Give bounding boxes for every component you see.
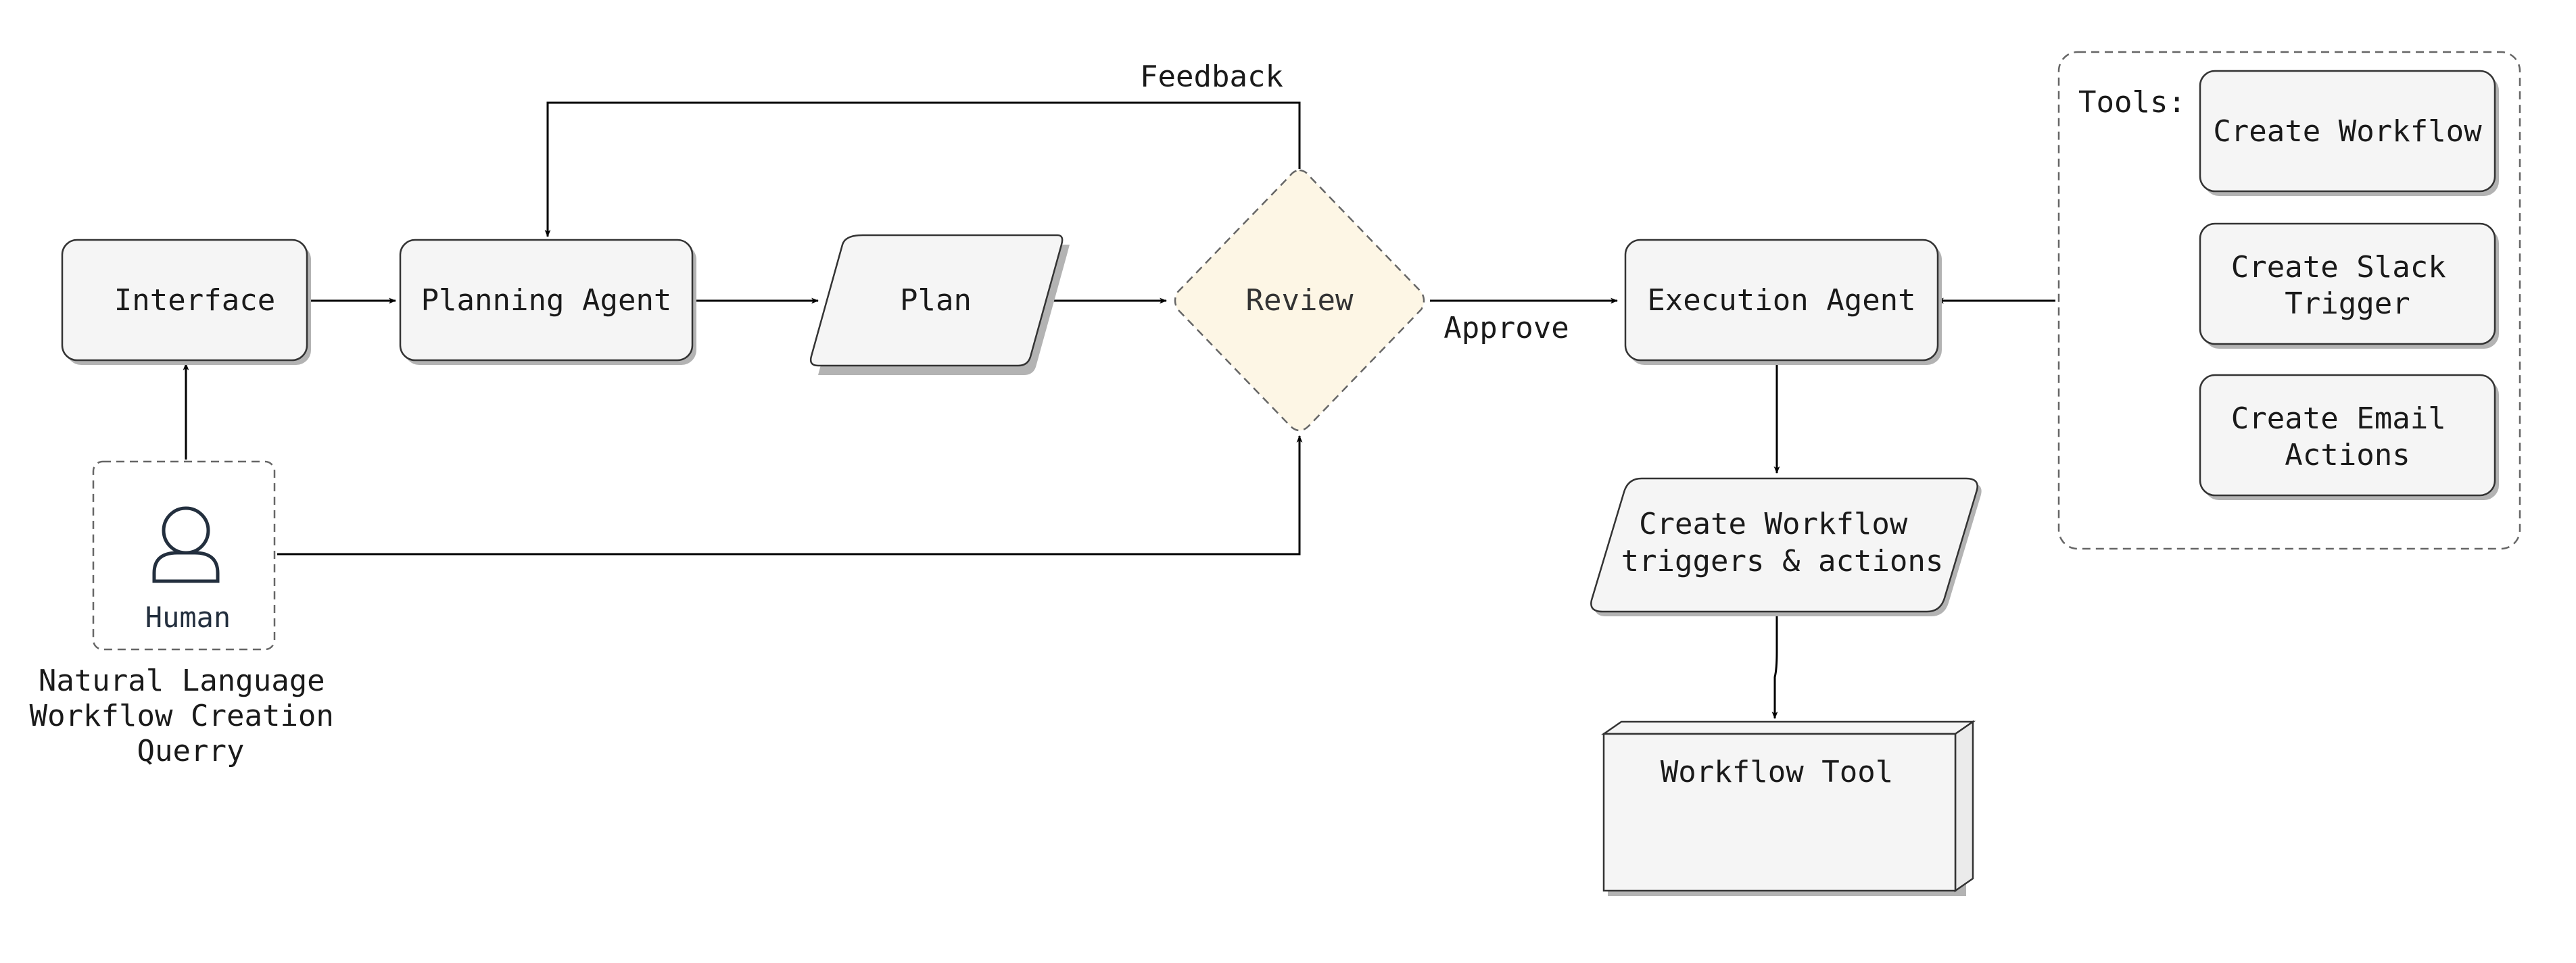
workflow-tool-label: Workflow Tool bbox=[1661, 755, 1893, 789]
tool-email-line-1: Create Email bbox=[2231, 401, 2446, 436]
human-caption: Natural Language Workflow Creation Querr… bbox=[30, 664, 352, 768]
planning-agent-node[interactable]: Planning Agent bbox=[399, 239, 696, 365]
edge-feedback-loop bbox=[544, 101, 1301, 238]
tool-create-slack-trigger-label: Create Slack Trigger bbox=[2231, 250, 2464, 321]
human-label: Human bbox=[145, 601, 231, 634]
tool-create-email-actions-label: Create Email Actions bbox=[2231, 401, 2464, 472]
human-caption-line-1: Natural Language bbox=[39, 664, 325, 698]
edge-human-to-review bbox=[277, 435, 1303, 555]
human-container bbox=[92, 460, 276, 651]
tool-create-slack-trigger[interactable]: Create Slack Trigger bbox=[2199, 222, 2499, 349]
approve-label: Approve bbox=[1444, 311, 1569, 345]
tool-slack-line-1: Create Slack bbox=[2231, 250, 2446, 285]
tools-label: Tools: bbox=[2078, 85, 2186, 120]
execution-agent-node[interactable]: Execution Agent bbox=[1624, 239, 1942, 365]
tool-create-email-actions[interactable]: Create Email Actions bbox=[2199, 374, 2499, 500]
review-decision[interactable]: Review bbox=[1174, 169, 1425, 432]
create-triggers-node[interactable]: Create Workflow triggers & actions bbox=[1590, 477, 1982, 616]
interface-label: Interface bbox=[114, 283, 275, 318]
tool-email-line-2: Actions bbox=[2285, 438, 2410, 472]
create-triggers-label: Create Workflow triggers & actions bbox=[1621, 507, 1944, 578]
plan-node[interactable]: Plan bbox=[809, 234, 1070, 375]
review-label: Review bbox=[1246, 283, 1354, 318]
tool-slack-line-2: Trigger bbox=[2285, 287, 2410, 321]
feedback-label: Feedback bbox=[1140, 59, 1283, 94]
edge-triggers-to-workflow-tool bbox=[1771, 612, 1778, 720]
tool-create-workflow-label: Create Workflow bbox=[2213, 114, 2482, 149]
interface-node[interactable]: Interface bbox=[61, 239, 311, 365]
review-diamond bbox=[1174, 169, 1425, 432]
create-triggers-line-1: Create Workflow bbox=[1639, 507, 1908, 541]
tool-create-workflow[interactable]: Create Workflow bbox=[2199, 70, 2499, 196]
user-icon bbox=[152, 506, 220, 583]
tools-group: Tools: Create Workflow Create Slack Trig… bbox=[2057, 51, 2521, 550]
create-triggers-line-2: triggers & actions bbox=[1621, 544, 1944, 578]
human-actor[interactable]: Human bbox=[92, 460, 276, 651]
workflow-tool-node[interactable]: Workflow Tool bbox=[1600, 720, 1976, 896]
human-caption-line-3: Querry bbox=[137, 734, 245, 768]
edges bbox=[183, 101, 2055, 720]
planning-agent-label: Planning Agent bbox=[421, 283, 672, 318]
human-caption-line-2: Workflow Creation bbox=[30, 699, 334, 733]
execution-agent-label: Execution Agent bbox=[1647, 283, 1915, 318]
plan-label: Plan bbox=[900, 283, 972, 318]
tools-container bbox=[2057, 51, 2521, 550]
